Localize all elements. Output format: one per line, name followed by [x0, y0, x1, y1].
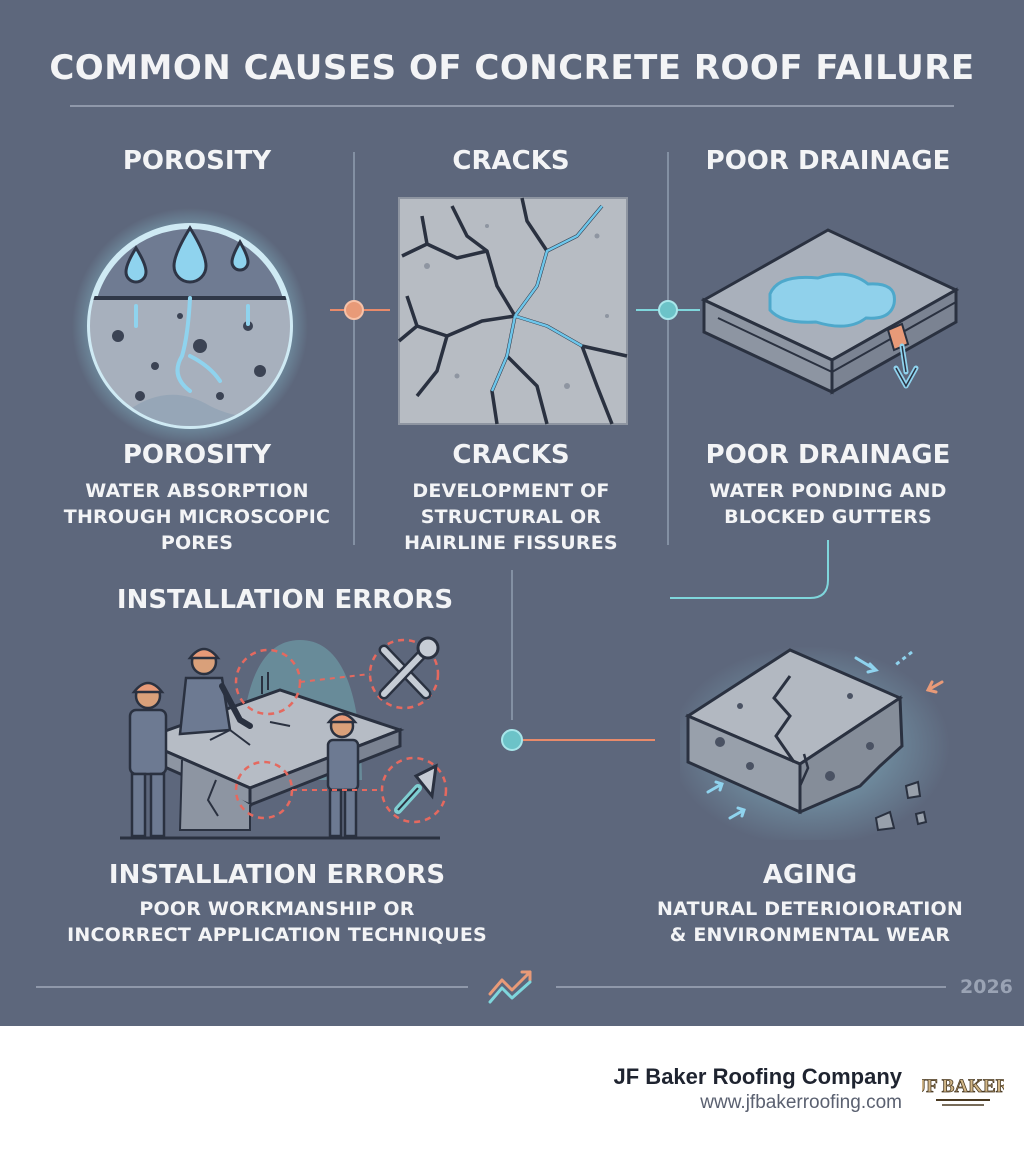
footer: JF Baker Roofing Company www.jfbakerroof… — [0, 1026, 1024, 1154]
caption-aging: AGING — [762, 860, 858, 890]
aging-illustration — [680, 646, 950, 840]
desc-porosity-line: PORES — [160, 532, 234, 554]
porosity-illustration — [72, 208, 308, 444]
desc-poor-drainage-line: BLOCKED GUTTERS — [724, 506, 932, 528]
poor-drainage-illustration — [700, 228, 960, 395]
caption-installation-errors: INSTALLATION ERRORS — [108, 860, 446, 890]
header-porosity: POROSITY — [122, 146, 272, 176]
trowel-icon — [394, 763, 438, 814]
year-label: 2026 — [960, 976, 1013, 998]
company-logo: JF BAKER — [922, 1076, 1004, 1106]
water-drops-icon — [124, 245, 148, 284]
company-name: JF Baker Roofing Company — [613, 1064, 902, 1089]
header-cracks: CRACKS — [452, 146, 570, 176]
desc-installation-errors-line: INCORRECT APPLICATION TECHNIQUES — [67, 924, 487, 946]
node-bottom — [501, 729, 523, 751]
node-orange — [344, 300, 364, 320]
cracks-illustration — [397, 197, 628, 425]
caption-cracks: CRACKS — [452, 440, 570, 470]
company-website[interactable]: www.jfbakerroofing.com — [700, 1092, 902, 1113]
desc-poor-drainage: WATER PONDING AND BLOCKED GUTTERS — [668, 478, 988, 530]
connector-drainage-aging — [670, 540, 829, 599]
desc-aging-line: & ENVIRONMENTAL WEAR — [669, 924, 951, 946]
caption-poor-drainage: POOR DRAINAGE — [705, 440, 951, 470]
desc-poor-drainage-line: WATER PONDING AND — [709, 480, 947, 502]
svg-text:JF BAKER: JF BAKER — [922, 1076, 1004, 1097]
desc-installation-errors-line: POOR WORKMANSHIP OR — [139, 898, 415, 920]
connector-lines — [36, 105, 954, 988]
header-installation-errors: INSTALLATION ERRORS — [116, 585, 454, 615]
wrench-screwdriver-icon — [378, 636, 440, 700]
node-teal — [658, 300, 678, 320]
desc-aging-line: NATURAL DETERIOIORATION — [657, 898, 963, 920]
desc-porosity: WATER ABSORPTION THROUGH MICROSCOPIC POR… — [40, 478, 354, 556]
desc-cracks-line: HAIRLINE FISSURES — [404, 532, 618, 554]
page-title: COMMON CAUSES OF CONCRETE ROOF FAILURE — [49, 48, 975, 88]
desc-cracks-line: DEVELOPMENT OF — [412, 480, 610, 502]
trend-chart-icon — [488, 970, 532, 1004]
desc-aging: NATURAL DETERIOIORATION & ENVIRONMENTAL … — [630, 896, 990, 948]
desc-porosity-line: THROUGH MICROSCOPIC — [63, 506, 331, 528]
desc-installation-errors: POOR WORKMANSHIP OR INCORRECT APPLICATIO… — [40, 896, 514, 948]
caption-porosity: POROSITY — [122, 440, 272, 470]
header-poor-drainage: POOR DRAINAGE — [705, 146, 951, 176]
desc-porosity-line: WATER ABSORPTION — [85, 480, 309, 502]
desc-cracks-line: STRUCTURAL OR — [420, 506, 602, 528]
infographic-panel: COMMON CAUSES OF CONCRETE ROOF FAILURE P… — [0, 0, 1024, 1026]
installation-errors-illustration — [120, 636, 448, 840]
desc-cracks: DEVELOPMENT OF STRUCTURAL OR HAIRLINE FI… — [354, 478, 668, 556]
